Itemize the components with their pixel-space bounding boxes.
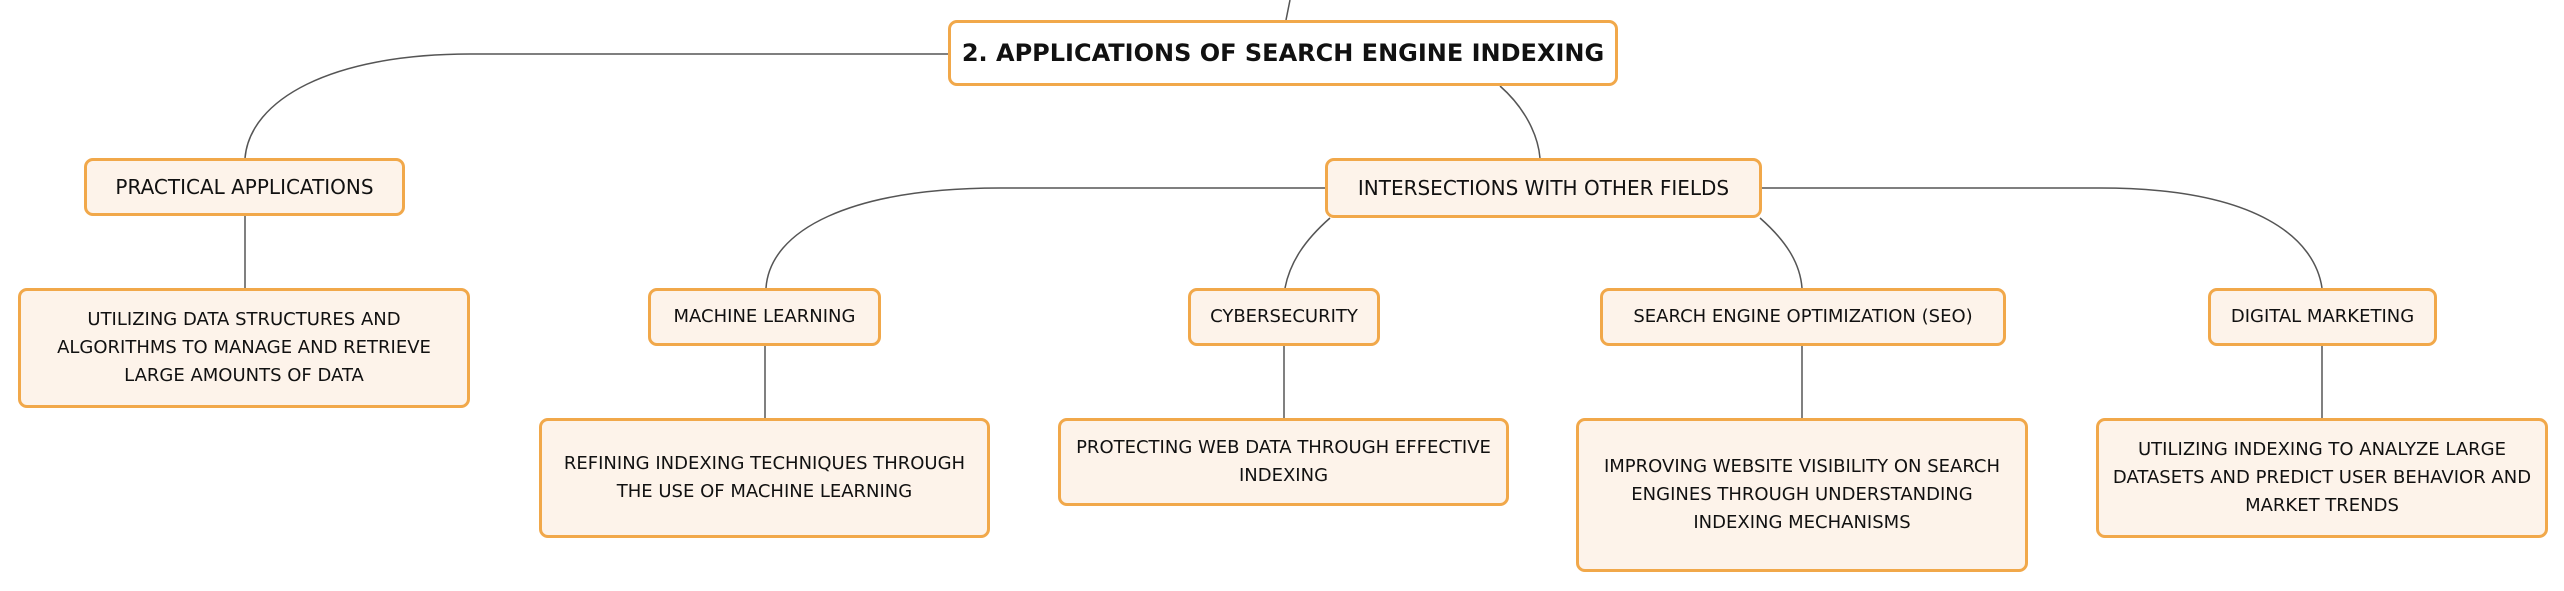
digital-marketing-node[interactable]: DIGITAL MARKETING [2208, 288, 2437, 346]
connector-root-incoming [1285, 0, 1291, 21]
machine-learning-label: MACHINE LEARNING [673, 306, 856, 327]
root-node-label: 2. APPLICATIONS OF SEARCH ENGINE INDEXIN… [961, 39, 1605, 67]
cybersecurity-detail-node[interactable]: PROTECTING WEB DATA THROUGH EFFECTIVE IN… [1058, 418, 1509, 506]
connector-intersections-to-marketing [1760, 187, 2323, 289]
connector-intersections-to-cyber [1284, 217, 1331, 289]
practical-applications-detail-text: UTILIZING DATA STRUCTURES AND ALGORITHMS… [57, 309, 431, 386]
machine-learning-detail-node[interactable]: REFINING INDEXING TECHNIQUES THROUGH THE… [539, 418, 990, 538]
seo-detail-text: IMPROVING WEBSITE VISIBILITY ON SEARCH E… [1603, 456, 2001, 533]
intersections-label: INTERSECTIONS WITH OTHER FIELDS [1357, 176, 1730, 200]
connector-intersections-to-ml [765, 187, 1325, 289]
connector-root-to-intersections [1499, 85, 1541, 159]
seo-detail-node[interactable]: IMPROVING WEBSITE VISIBILITY ON SEARCH E… [1576, 418, 2028, 572]
machine-learning-detail-text: REFINING INDEXING TECHNIQUES THROUGH THE… [563, 453, 966, 502]
practical-applications-detail-node[interactable]: UTILIZING DATA STRUCTURES AND ALGORITHMS… [18, 288, 470, 408]
cybersecurity-node[interactable]: CYBERSECURITY [1188, 288, 1380, 346]
cybersecurity-label: CYBERSECURITY [1210, 306, 1358, 327]
seo-node[interactable]: SEARCH ENGINE OPTIMIZATION (SEO) [1600, 288, 2006, 346]
practical-applications-node[interactable]: PRACTICAL APPLICATIONS [84, 158, 405, 216]
practical-applications-label: PRACTICAL APPLICATIONS [115, 175, 374, 199]
digital-marketing-label: DIGITAL MARKETING [2230, 306, 2415, 327]
machine-learning-node[interactable]: MACHINE LEARNING [648, 288, 881, 346]
digital-marketing-detail-node[interactable]: UTILIZING INDEXING TO ANALYZE LARGE DATA… [2096, 418, 2548, 538]
root-node[interactable]: 2. APPLICATIONS OF SEARCH ENGINE INDEXIN… [948, 20, 1618, 86]
connector-root-to-practical [244, 53, 948, 159]
connector-intersections-to-seo [1759, 217, 1803, 289]
intersections-node[interactable]: INTERSECTIONS WITH OTHER FIELDS [1325, 158, 1762, 218]
seo-label: SEARCH ENGINE OPTIMIZATION (SEO) [1633, 306, 1973, 327]
digital-marketing-detail-text: UTILIZING INDEXING TO ANALYZE LARGE DATA… [2112, 439, 2532, 516]
cybersecurity-detail-text: PROTECTING WEB DATA THROUGH EFFECTIVE IN… [1076, 437, 1491, 486]
